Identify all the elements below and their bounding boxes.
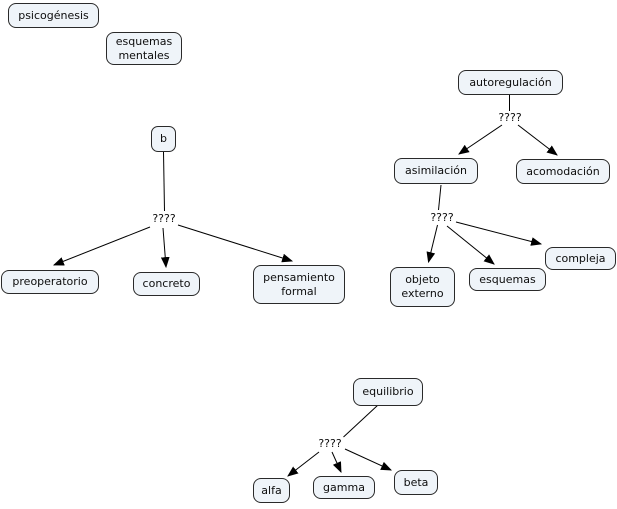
node-objeto-externo[interactable]: objeto externo xyxy=(390,267,455,307)
arrow-q1-to-pensamiento-formal[interactable] xyxy=(177,224,294,263)
arrow-q3-to-compleja[interactable] xyxy=(455,221,543,246)
node-equilibrio[interactable]: equilibrio xyxy=(353,378,423,406)
arrow-q2-to-acomodacion[interactable] xyxy=(517,124,558,156)
node-autoregulacion[interactable]: autoregulación xyxy=(458,70,563,95)
arrow-q4-to-beta[interactable] xyxy=(344,448,393,471)
node-compleja[interactable]: compleja xyxy=(545,247,616,270)
node-beta[interactable]: beta xyxy=(394,470,438,495)
linking-phrase-q4[interactable]: ???? xyxy=(318,437,342,450)
node-concreto[interactable]: concreto xyxy=(133,272,200,296)
connector-asimilacion-to-q3[interactable] xyxy=(438,184,442,211)
linking-phrase-q2[interactable]: ???? xyxy=(498,111,522,124)
arrow-q1-to-concreto[interactable] xyxy=(160,227,170,269)
node-alfa[interactable]: alfa xyxy=(253,478,290,503)
node-b[interactable]: b xyxy=(151,126,176,152)
linking-phrase-q3[interactable]: ???? xyxy=(430,211,454,224)
arrow-q4-to-alfa[interactable] xyxy=(287,451,320,477)
node-gamma[interactable]: gamma xyxy=(313,476,375,499)
arrow-q2-to-asimilacion[interactable] xyxy=(458,124,503,155)
node-preoperatorio[interactable]: preoperatorio xyxy=(1,270,99,294)
node-asimilacion[interactable]: asimilación xyxy=(394,158,478,184)
arrow-q1-to-preoperatorio[interactable] xyxy=(52,226,151,266)
node-pensamiento-formal[interactable]: pensamiento formal xyxy=(253,265,345,304)
arrow-q4-to-gamma[interactable] xyxy=(331,451,342,474)
node-esquemas[interactable]: esquemas xyxy=(469,268,546,291)
connector-equilibrio-to-q4[interactable] xyxy=(343,404,379,438)
connector-b-to-q1[interactable] xyxy=(163,151,165,212)
linking-phrase-q1[interactable]: ???? xyxy=(152,212,176,225)
node-acomodacion[interactable]: acomodación xyxy=(516,159,610,184)
node-esquemas-mentales[interactable]: esquemas mentales xyxy=(106,32,182,65)
arrow-q3-to-objeto-externo[interactable] xyxy=(426,224,438,264)
arrow-q3-to-esquemas[interactable] xyxy=(446,225,495,265)
node-psicogenesis[interactable]: psicogénesis xyxy=(8,3,99,28)
